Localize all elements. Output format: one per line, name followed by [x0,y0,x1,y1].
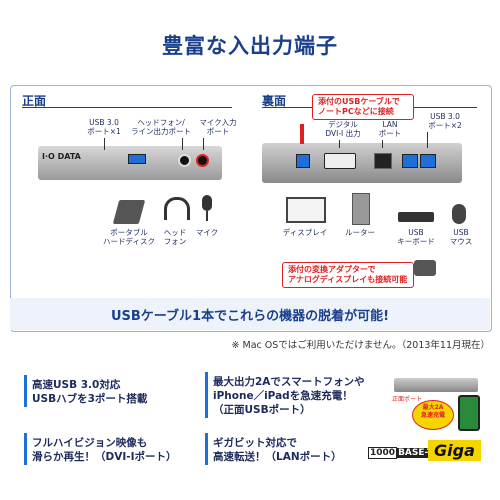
mac-note: ※ Mac OSではご利用いただけません。（2013年11月現在） [231,340,490,351]
panel-footer [10,298,490,330]
banner-text: USBケーブル1本でこれらの機器の脱着が可能! [110,309,390,324]
dvi-port-icon [324,153,356,169]
cable-callout: 添付のUSBケーブルでノートPCなどに接続 [312,94,414,120]
lan-port-icon [374,153,392,169]
ports-panel [10,85,492,332]
rear-device [262,143,462,183]
usb-b-port-icon [296,154,310,168]
feature-bar [24,433,27,465]
hdd-label: ポータブルハードディスク [103,228,155,246]
badge-2a: 最大2A 急速充電 [412,400,454,430]
headphone-icon [164,197,190,220]
front-usb-leader [104,138,105,150]
brand-logo: I·O DATA [42,152,81,161]
giga-badge: Giga [428,440,481,461]
keyboard-icon [398,212,434,222]
rear-label: 裏面 [262,94,287,108]
feature-bar [205,372,208,418]
mic-label: マイク [195,228,219,237]
smartphone-icon [458,395,480,431]
badge-front-label: 正面ポート [392,396,423,403]
microphone-icon [202,195,212,211]
display-icon [286,197,326,223]
feature-bar [205,433,208,465]
router-label: ルーター [345,228,375,237]
mic-jack-icon [196,154,209,167]
mouse-icon [452,204,466,224]
front-usb-port-icon [128,154,146,164]
front-device: I·O DATA [38,146,222,180]
usb-cable-icon [300,124,304,144]
rear-usb-leader [427,132,428,148]
rear-dvi-leader [339,140,340,148]
front-underline [22,107,232,108]
headphone-label: ヘッドフォン [163,228,187,246]
feature-bar [24,375,27,407]
adapter-callout: 添付の変換アダプターでアナログディスプレイも接続可能 [282,262,414,288]
feature-dvi: フルハイビジョン映像も滑らか再生！（DVI-Iポート） [32,437,177,463]
front-audio-leader [182,138,183,150]
adapter-icon [414,260,436,276]
rear-usb-port-icon [402,154,418,168]
microphone-stand-icon [206,211,208,221]
display-label: ディスプレイ [282,228,328,237]
router-icon [352,193,370,225]
front-mic-leader [203,138,204,150]
rear-usb-port-icon [420,154,436,168]
badge-device [394,378,478,392]
front-mic-label: マイク入力ポート [199,118,237,136]
front-audio-label: ヘッドフォン/ライン出力ポート [131,118,191,136]
rear-lan-leader [382,140,383,148]
front-label: 正面 [22,94,47,108]
headphone-jack-icon [178,154,191,167]
feature-lan: ギガビット対応で高速転送！（LANポート） [213,437,342,463]
page-title: 豊富な入出力端子 [162,34,338,58]
